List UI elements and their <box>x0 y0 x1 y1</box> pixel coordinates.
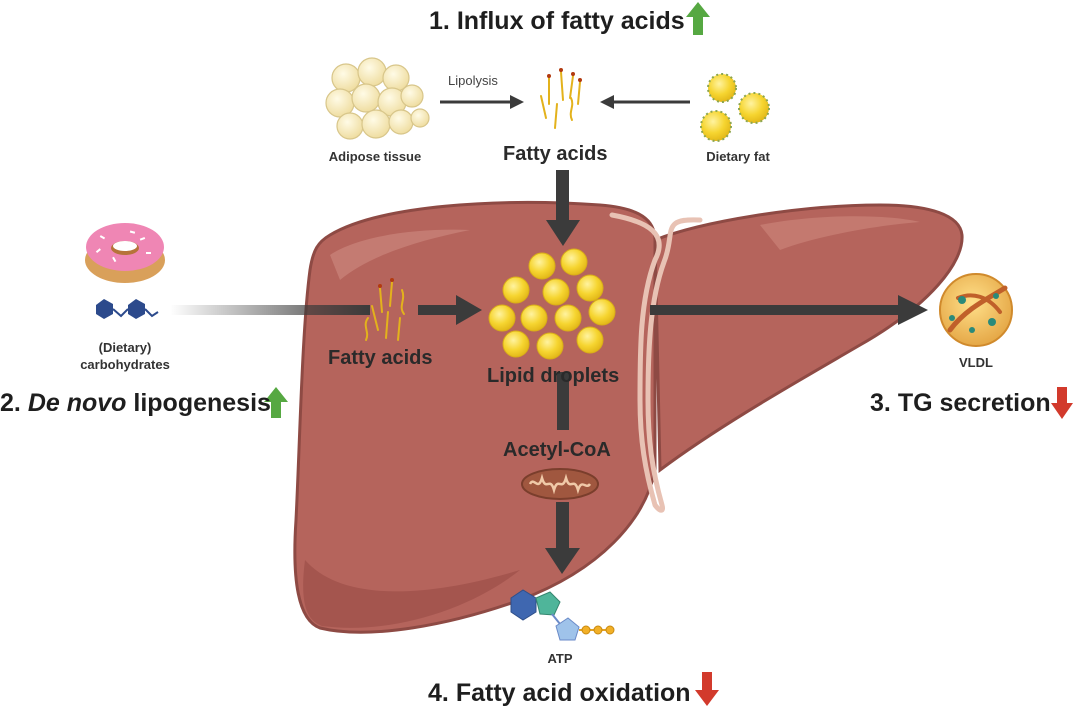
droplet-to-acetyl-line <box>557 372 569 430</box>
step-4-number: 4. <box>428 679 449 707</box>
step-2-number: 2. <box>0 389 21 417</box>
step-3-number: 3. <box>870 389 891 417</box>
fatty-acids-liver-label: Fatty acids <box>328 347 433 369</box>
carbohydrates-label-line1: (Dietary) <box>98 340 152 355</box>
lipolysis-label: Lipolysis <box>448 73 498 88</box>
atp-molecule-icon <box>510 589 615 641</box>
lipid-droplets-icon <box>488 248 616 360</box>
carbohydrate-molecule-icon <box>96 299 159 319</box>
donut-icon <box>85 223 165 283</box>
atp-label: ATP <box>547 651 573 666</box>
step-1-text: Influx of fatty acids <box>456 7 685 35</box>
vldl-label: VLDL <box>959 355 993 370</box>
step-3-heading: 3. TG secretion <box>870 391 1051 416</box>
oxidation-arrow <box>545 502 580 574</box>
arrow-up-icon <box>686 2 710 35</box>
liver-shadow <box>303 560 520 628</box>
step-2-heading: 2. De novo lipogenesis <box>0 391 271 416</box>
step-1-number: 1. <box>429 7 450 35</box>
liver-highlight-right <box>760 216 920 250</box>
dietary-fat-icon <box>700 73 770 142</box>
dietary-fat-arrow <box>600 95 690 109</box>
fatty-acids-icon-liver <box>364 278 405 341</box>
adipose-tissue-label: Adipose tissue <box>328 149 422 164</box>
dietary-fat-label: Dietary fat <box>706 149 770 164</box>
acetyl-coa-label: Acetyl-CoA <box>503 439 611 461</box>
arrow-down-icon <box>695 672 719 706</box>
mitochondrion-icon <box>521 468 599 500</box>
vldl-icon <box>939 273 1013 347</box>
liver-highlight <box>330 229 470 280</box>
step-2-text: lipogenesis <box>133 389 271 417</box>
fatty-acids-top-label: Fatty acids <box>503 143 608 165</box>
dnl-arrow <box>170 295 482 325</box>
step-3-text: TG secretion <box>897 389 1051 417</box>
lipolysis-arrow <box>440 95 524 109</box>
fatty-acids-icon-top <box>540 68 582 129</box>
step-4-heading: 4. Fatty acid oxidation <box>428 681 691 706</box>
step-2-italic: De novo <box>27 389 127 417</box>
lipid-droplets-label: Lipid droplets <box>487 365 620 387</box>
tg-secretion-arrow <box>650 295 928 325</box>
adipose-tissue-icon <box>325 57 430 140</box>
liver-right-lobe <box>653 203 964 473</box>
liver <box>293 201 964 634</box>
falciform-ligament <box>609 212 703 513</box>
influx-arrow <box>546 170 580 246</box>
carbohydrates-label-line2: carbohydrates <box>80 357 170 372</box>
arrow-down-icon <box>1051 387 1073 419</box>
step-4-text: Fatty acid oxidation <box>455 679 691 707</box>
arrow-up-icon <box>264 387 288 418</box>
step-1-heading: 1. Influx of fatty acids <box>429 9 685 34</box>
